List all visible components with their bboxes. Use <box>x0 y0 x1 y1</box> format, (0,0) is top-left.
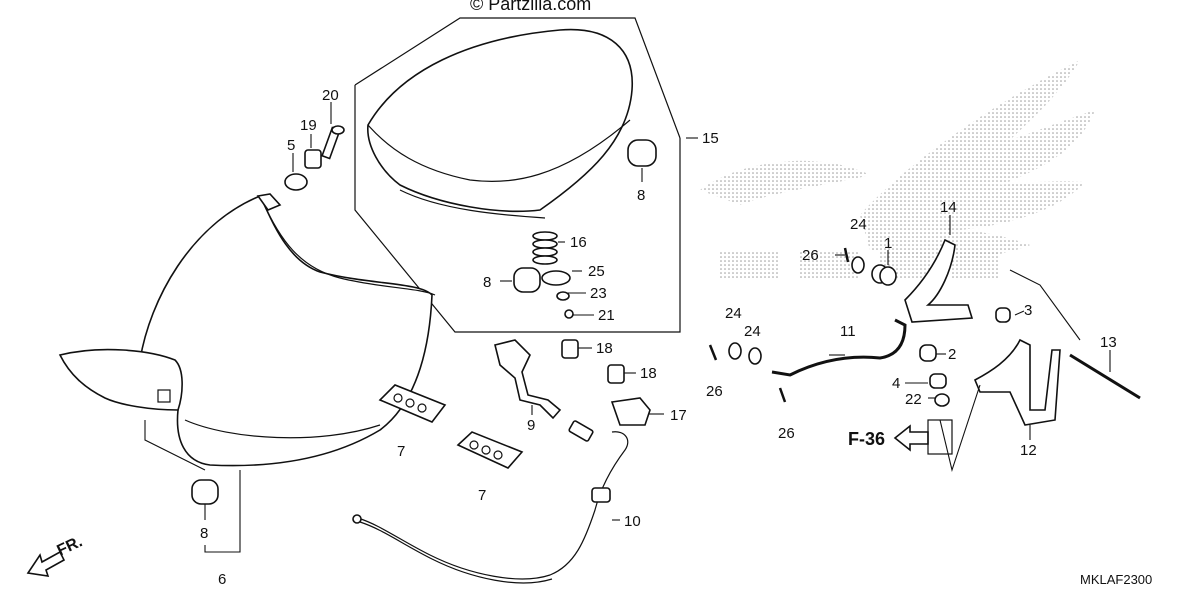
callout-22: 22 <box>905 391 922 408</box>
rubber-4 <box>929 373 947 389</box>
collar-2 <box>919 344 937 362</box>
rider-seat <box>139 194 433 467</box>
callout-3: 3 <box>1024 302 1032 319</box>
grommet-5 <box>284 173 308 191</box>
callout-26-left: 26 <box>706 383 723 400</box>
washer-25 <box>541 270 571 286</box>
seat-base <box>58 348 183 411</box>
diagram-code: MKLAF2300 <box>1080 572 1152 587</box>
callout-15: 15 <box>702 130 719 147</box>
callout-16: 16 <box>570 234 587 251</box>
bolt-13 <box>1069 353 1141 400</box>
rider-seat-group <box>58 193 436 553</box>
screw-21 <box>564 309 574 319</box>
rubber-cushion-8-lower <box>513 267 541 293</box>
callout-labels: 20 19 5 15 8 16 8 25 23 21 18 18 9 17 7 … <box>200 87 1117 588</box>
section-ref-arrow <box>893 424 929 452</box>
bracket-14 <box>904 238 974 323</box>
seat-lock-9 <box>494 339 562 420</box>
callout-11: 11 <box>840 323 856 340</box>
callout-9: 9 <box>527 417 535 434</box>
clip-26-lower <box>778 387 787 403</box>
latch-rod-11 <box>771 318 907 377</box>
callout-12: 12 <box>1020 442 1037 459</box>
callout-23: 23 <box>590 285 607 302</box>
clip-26-left <box>708 344 718 361</box>
collar-3 <box>995 307 1011 323</box>
pillion-seat <box>367 28 633 213</box>
rubber-block-7-lower <box>456 431 524 469</box>
callout-26-upper: 26 <box>802 247 819 264</box>
callout-1: 1 <box>884 235 892 252</box>
callout-8-right: 8 <box>637 187 645 204</box>
watermark-text: © Partzilla.com <box>470 0 591 14</box>
callout-5: 5 <box>287 137 295 154</box>
bolt-18-upper <box>561 339 579 359</box>
callout-19: 19 <box>300 117 317 134</box>
seat-catch-17 <box>610 397 651 426</box>
collar-19 <box>304 149 322 169</box>
rubber-blocks <box>378 384 524 469</box>
callout-13: 13 <box>1100 334 1117 351</box>
callout-10: 10 <box>624 513 641 530</box>
callout-24-right: 24 <box>744 323 761 340</box>
rubber-block-7-upper <box>378 384 447 423</box>
washer-24-left <box>728 342 742 360</box>
pillion-seat-group <box>354 17 681 333</box>
front-indicator-label: FR. <box>55 533 86 559</box>
callout-4: 4 <box>892 375 900 392</box>
brand-wing-logo <box>700 60 1095 280</box>
bracket-12 <box>973 338 1061 426</box>
callout-7-upper: 7 <box>397 443 405 460</box>
callout-14: 14 <box>940 199 957 216</box>
leader-lines <box>204 102 1111 521</box>
clip-26-upper <box>843 247 850 263</box>
section-reference: F-36 <box>848 429 885 449</box>
callout-17: 17 <box>670 407 687 424</box>
rubber-cushion-8-seat <box>191 479 219 505</box>
rubber-cushion-8-right <box>627 139 657 167</box>
nut-22 <box>934 393 950 407</box>
callout-25: 25 <box>588 263 605 280</box>
callout-2: 2 <box>948 346 956 363</box>
callout-8-seat: 8 <box>200 525 208 542</box>
bolt-18-lower <box>607 364 625 384</box>
callout-18-lower: 18 <box>640 365 657 382</box>
seat-lock-cable-10 <box>352 420 629 584</box>
nut-23 <box>556 291 570 301</box>
spring-16 <box>532 231 558 265</box>
callout-24-upper: 24 <box>850 216 867 233</box>
callout-21: 21 <box>598 307 615 324</box>
callout-24-left: 24 <box>725 305 742 322</box>
callout-8-lower: 8 <box>483 274 491 291</box>
callout-20: 20 <box>322 87 339 104</box>
callout-7-lower: 7 <box>478 487 486 504</box>
callout-18-upper: 18 <box>596 340 613 357</box>
callout-26-lower: 26 <box>778 425 795 442</box>
mount-hardware <box>284 125 345 191</box>
seat-latch-assembly <box>708 238 1141 473</box>
washer-24-right <box>748 347 762 365</box>
front-arrow <box>26 550 66 577</box>
callout-6: 6 <box>218 571 226 588</box>
washer-24-upper <box>851 256 865 274</box>
seat-lock-hardware <box>494 339 651 426</box>
